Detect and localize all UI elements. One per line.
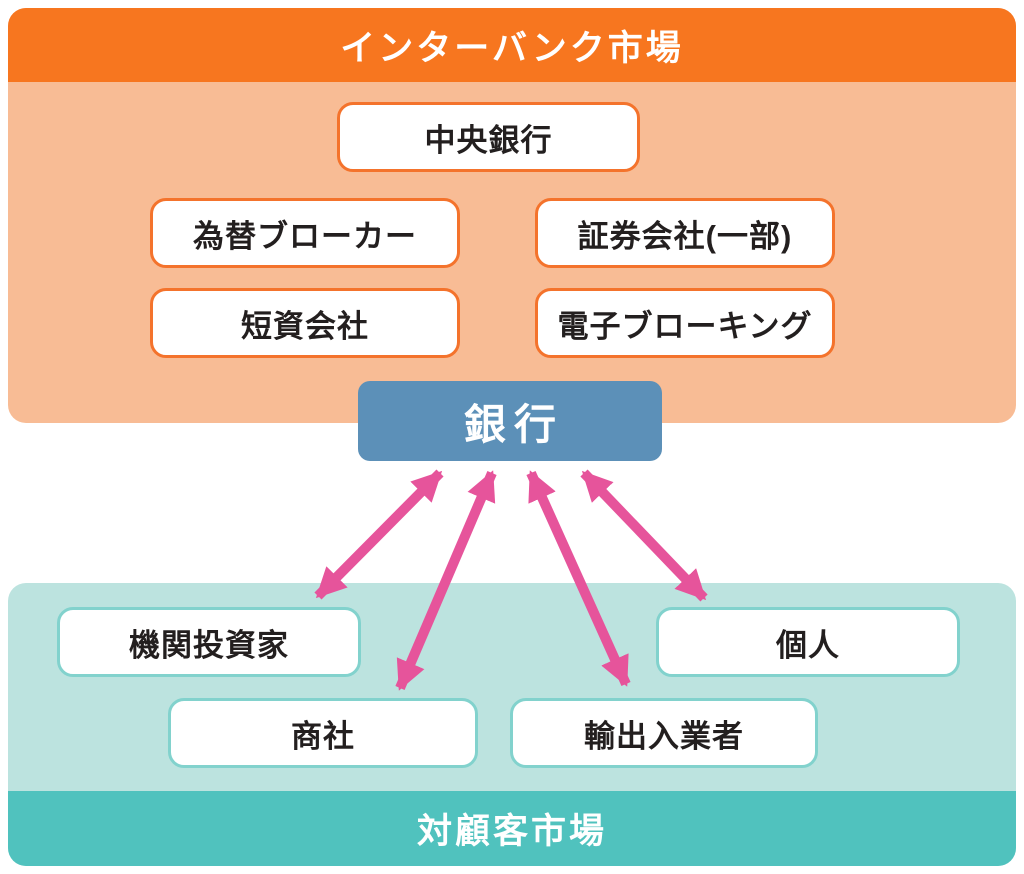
node-importers-exporters: 輸出入業者 [510, 698, 818, 768]
node-individuals: 個人 [656, 607, 960, 677]
node-trading-companies: 商社 [168, 698, 478, 768]
node-fx-broker: 為替ブローカー [150, 198, 460, 268]
node-electronic-broking: 電子ブローキング [535, 288, 835, 358]
node-tanshi-company: 短資会社 [150, 288, 460, 358]
node-institutional-investors: 機関投資家 [57, 607, 361, 677]
node-securities-company: 証券会社(一部) [535, 198, 835, 268]
arrow-bank-to-機関投資家 [314, 469, 444, 600]
interbank-market-title: インターバンク市場 [8, 8, 1016, 82]
arrow-bank-to-個人 [580, 469, 708, 602]
customer-market-title: 対顧客市場 [8, 791, 1016, 866]
node-central-bank: 中央銀行 [337, 102, 640, 172]
node-bank: 銀行 [358, 381, 662, 461]
